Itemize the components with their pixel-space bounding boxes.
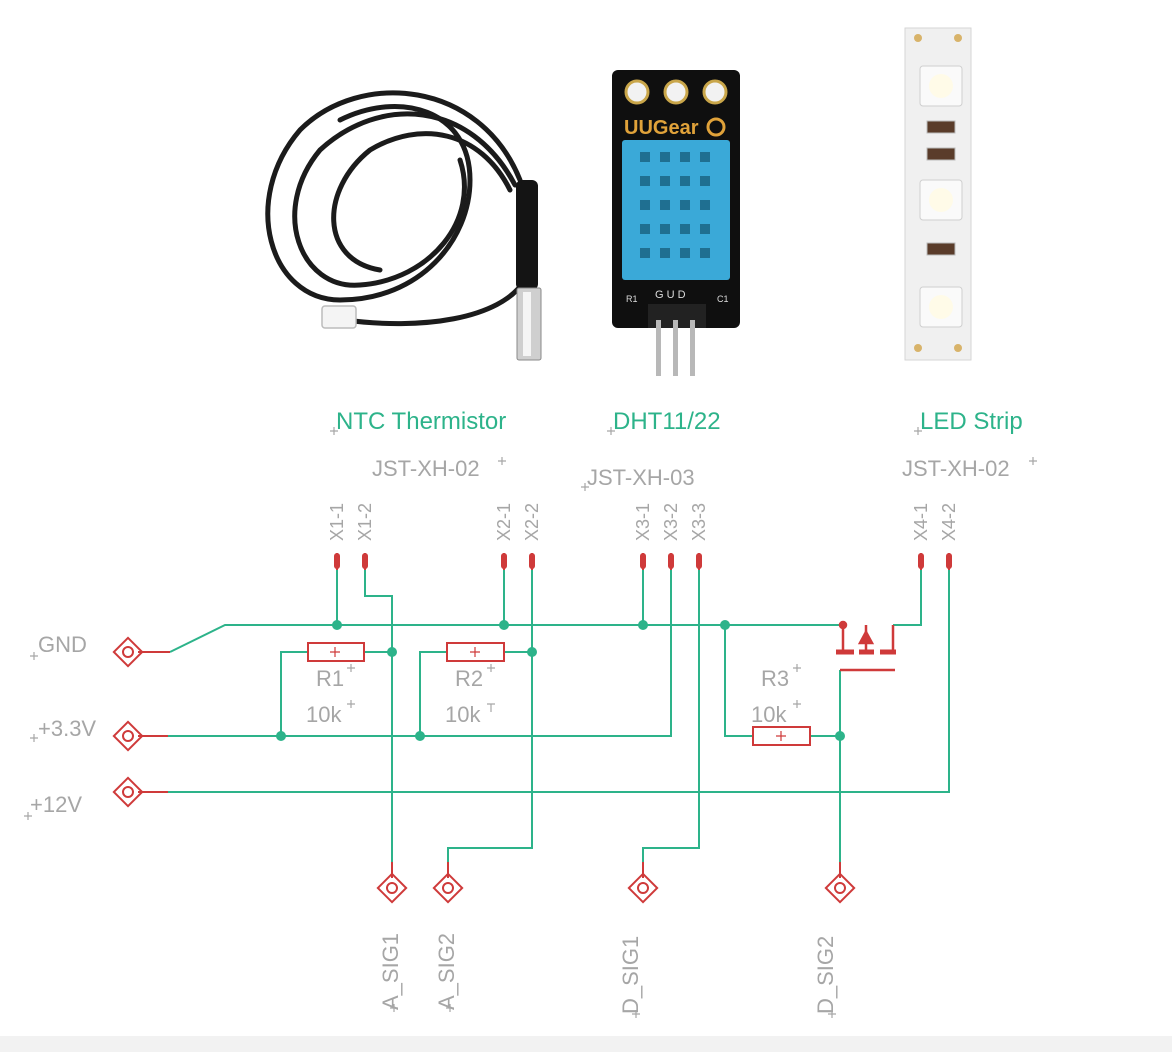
r2-name: R2 [455,666,483,691]
pcb-pin-letters: G U D [655,289,686,301]
pin-label-x3-2: X3-2 [661,503,681,541]
pcb-c1-label: C1 [717,294,729,304]
ntc-thermistor-photo [265,90,542,361]
x3-connector-label: JST-XH-03 [587,465,695,490]
gnd-terminal[interactable] [112,636,170,668]
a-sig2-terminal[interactable] [432,862,464,904]
dht-module-photo: UUGear G U D R1 C1 [612,70,740,376]
d-sig2-terminal[interactable] [824,862,856,904]
sensor-grille [640,152,710,258]
resistor-r1: R1 10k [306,642,365,727]
dht-title: DHT11/22 [613,408,721,435]
a-sig1-label: A_SIG1 [378,933,403,1010]
r1-name: R1 [316,666,344,691]
gear-icon [706,117,726,137]
pin-label-x2-2: X2-2 [522,503,542,541]
rail-12v-label: +12V [30,792,82,817]
a-sig1-terminal[interactable] [376,862,408,904]
wires [168,570,950,875]
pin-label-x3-3: X3-3 [689,503,709,541]
pin-label-x3-1: X3-1 [633,503,653,541]
led-strip-photo [904,27,972,361]
r3-value: 10k [751,702,787,727]
connector-pins [334,553,952,570]
d-sig2-label: D_SIG2 [813,936,838,1014]
led-title: LED Strip [920,408,1023,435]
r2-value: 10k [445,702,481,727]
resistor-r3: R3 10k [751,666,811,746]
pin-label-x1-1: X1-1 [327,503,347,541]
x1-connector-label: JST-XH-02 [372,456,480,481]
junction-dots [276,620,845,741]
mosfet-symbol [836,620,896,672]
pcb-r1-label: R1 [626,294,638,304]
rail-3v3-label: +3.3V [38,716,96,741]
pin-label-x1-2: X1-2 [355,503,375,541]
rail-12v-terminal[interactable] [112,776,168,808]
ntc-title: NTC Thermistor [336,408,506,435]
d-sig1-terminal[interactable] [627,862,659,904]
pcb-brand-label: UUGear [624,117,699,139]
r1-value: 10k [306,702,342,727]
x4-connector-label: JST-XH-02 [902,456,1010,481]
bottom-bar [0,1036,1172,1052]
pin-label-x4-1: X4-1 [911,503,931,541]
d-sig1-label: D_SIG1 [618,936,643,1014]
pin-label-x2-1: X2-1 [494,503,514,541]
pin-label-x4-2: X4-2 [939,503,959,541]
resistor-r2: R2 10k [445,642,505,727]
gnd-label: GND [38,632,87,657]
rail-3v3-terminal[interactable] [112,720,168,752]
a-sig2-label: A_SIG2 [434,933,459,1010]
r3-name: R3 [761,666,789,691]
